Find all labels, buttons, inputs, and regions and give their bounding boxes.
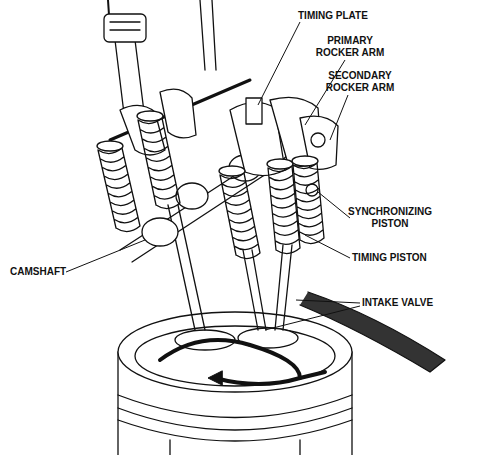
- spring-retainer: [97, 141, 123, 151]
- valve-spring: [268, 166, 300, 254]
- valve-spring: [293, 163, 324, 244]
- part-label: SECONDARY ROCKER ARM: [320, 70, 400, 94]
- part-label: INTAKE VALVE: [362, 297, 433, 309]
- part-label: CAMSHAFT: [10, 266, 66, 278]
- part-label: PRIMARY ROCKER ARM: [315, 35, 385, 59]
- part-label: TIMING PISTON: [352, 252, 427, 264]
- valve-spring: [138, 118, 180, 209]
- valve-spring: [98, 148, 140, 232]
- spring-retainer: [219, 166, 245, 176]
- leader-lines: [66, 22, 360, 330]
- spring-retainer: [137, 111, 163, 121]
- part-label: SYNCHRONIZING PISTON: [340, 206, 440, 230]
- spring-retainer: [267, 159, 293, 169]
- spring-retainer: [292, 156, 318, 166]
- part-label: TIMING PLATE: [298, 10, 368, 22]
- valve-spring: [220, 173, 260, 259]
